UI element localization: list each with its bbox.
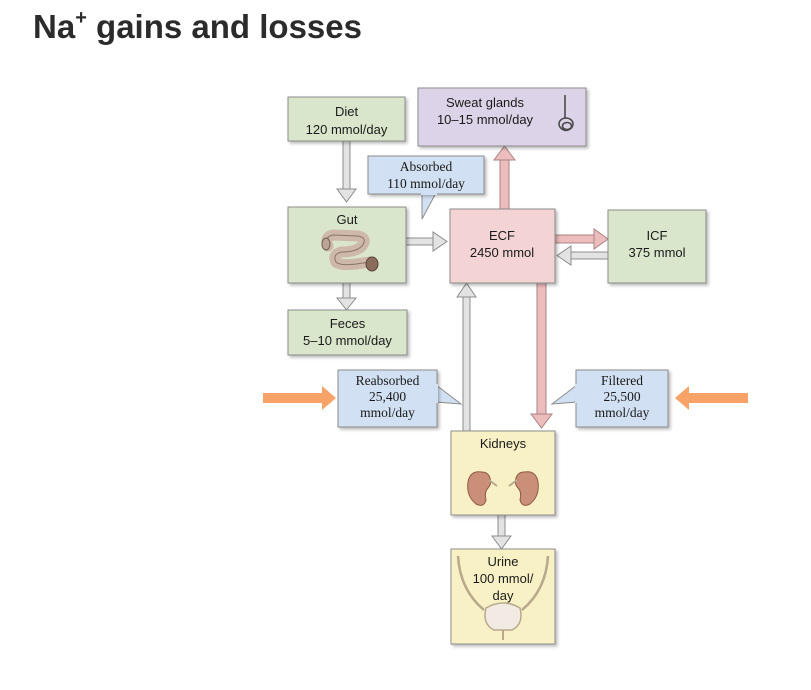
arrow-ecf-to-icf xyxy=(554,228,609,250)
kidneys-box: Kidneys xyxy=(450,430,556,516)
arrow-kidneys-to-ecf xyxy=(456,282,477,433)
absorbed-label: Absorbed xyxy=(400,159,453,174)
sweat-glands-box: Sweat glands 10–15 mmol/day xyxy=(417,87,587,147)
ecf-box: ECF 2450 mmol xyxy=(449,208,556,284)
feces-label: Feces xyxy=(330,316,366,331)
sweat-label: Sweat glands xyxy=(446,95,525,110)
sweat-gland-coil-icon xyxy=(558,95,574,132)
arrow-diet-to-gut xyxy=(336,140,357,203)
diet-box: Diet 120 mmol/day xyxy=(287,96,406,142)
feces-box: Feces 5–10 mmol/day xyxy=(287,309,408,356)
arrow-ecf-to-kidneys xyxy=(530,282,553,429)
ecf-label: ECF xyxy=(489,228,515,243)
orange-arrow-right xyxy=(675,386,748,410)
icf-value: 375 mmol xyxy=(628,245,685,260)
orange-arrow-left xyxy=(263,386,336,410)
icf-box: ICF 375 mmol xyxy=(607,209,707,284)
filtered-label: Filtered xyxy=(601,373,643,388)
sweat-value: 10–15 mmol/day xyxy=(437,112,534,127)
arrow-kidneys-to-urine xyxy=(491,514,512,550)
arrow-gut-to-ecf xyxy=(405,231,448,252)
filtered-unit: mmol/day xyxy=(595,405,650,420)
arrow-icf-to-ecf xyxy=(556,245,610,266)
superscript-plus: + xyxy=(75,7,87,29)
ecf-value: 2450 mmol xyxy=(470,245,534,260)
diet-value: 120 mmol/day xyxy=(306,122,388,137)
absorbed-value: 110 mmol/day xyxy=(387,176,465,191)
bladder-icon xyxy=(456,555,550,640)
urine-label: Urine xyxy=(487,554,518,569)
feces-value: 5–10 mmol/day xyxy=(303,333,392,348)
urine-value: 100 mmol/ xyxy=(473,571,534,586)
intestine-icon xyxy=(321,229,379,272)
diet-label: Diet xyxy=(335,104,359,119)
kidneys-icon xyxy=(467,471,539,506)
urine-unit: day xyxy=(493,588,514,603)
reabsorbed-value: 25,400 xyxy=(369,389,406,404)
page-title: Na+ gains and losses xyxy=(33,7,362,45)
absorbed-callout: Absorbed 110 mmol/day xyxy=(367,155,485,220)
urine-box: Urine 100 mmol/ day xyxy=(450,548,556,645)
arrow-ecf-to-sweat xyxy=(493,145,516,212)
icf-label: ICF xyxy=(647,228,668,243)
arrow-gut-to-feces xyxy=(335,282,358,311)
reabsorbed-callout: Reabsorbed 25,400 mmol/day xyxy=(337,369,463,428)
reabsorbed-label: Reabsorbed xyxy=(356,373,420,388)
filtered-value: 25,500 xyxy=(603,389,640,404)
gut-label: Gut xyxy=(337,212,358,227)
kidneys-label: Kidneys xyxy=(480,436,527,451)
reabsorbed-unit: mmol/day xyxy=(360,405,415,420)
gut-box: Gut xyxy=(287,206,407,284)
filtered-callout: Filtered 25,500 mmol/day xyxy=(550,369,669,428)
